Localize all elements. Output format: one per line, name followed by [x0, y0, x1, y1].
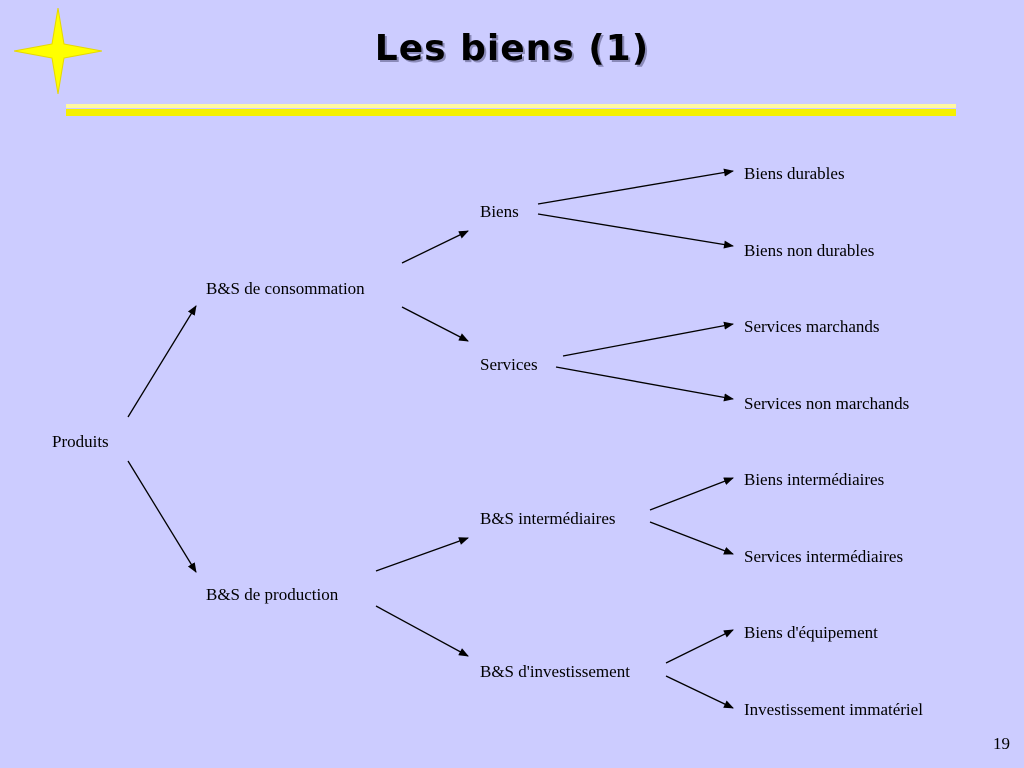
slide-title: Les biens (1): [374, 28, 650, 69]
arrow-services-non-marchands: [555, 366, 734, 402]
arrow-biens-non-durables: [537, 213, 734, 249]
arrow-produits-consommation: [127, 305, 197, 418]
arrow-consommation-services: [401, 306, 469, 342]
arrow-biens-durables: [537, 168, 734, 205]
arrow-investissement-equipement: [665, 629, 734, 664]
node-bs-consommation: B&S de consommation: [206, 279, 365, 298]
title-underline-light: [66, 104, 956, 108]
node-biens-intermediaires: Biens intermédiaires: [744, 470, 885, 489]
node-bs-intermediaires: B&S intermédiaires: [480, 509, 616, 528]
node-biens-durables: Biens durables: [744, 164, 845, 183]
node-biens-non-durables: Biens non durables: [744, 241, 875, 260]
node-bs-investissement: B&S d'investissement: [480, 662, 630, 681]
arrow-intermediaires-services: [649, 521, 734, 555]
arrow-investissement-immateriel: [665, 675, 734, 709]
node-bs-production: B&S de production: [206, 585, 339, 604]
node-services: Services: [480, 355, 538, 374]
node-services-non-marchands: Services non marchands: [744, 394, 910, 413]
arrow-produits-production: [127, 460, 197, 573]
node-biens: Biens: [480, 202, 519, 221]
four-point-star-icon: [14, 8, 102, 94]
node-investissement-immateriel: Investissement immatériel: [744, 700, 923, 719]
node-biens-equipement: Biens d'équipement: [744, 623, 878, 642]
node-services-intermediaires: Services intermédiaires: [744, 547, 904, 566]
node-produits: Produits: [52, 432, 109, 451]
title-underline: [66, 109, 956, 116]
arrow-consommation-biens: [401, 230, 469, 264]
arrow-production-intermediaires: [375, 537, 469, 572]
arrow-services-marchands: [562, 321, 734, 357]
arrow-intermediaires-biens: [649, 477, 734, 511]
page-number: 19: [993, 734, 1010, 753]
arrow-production-investissement: [375, 605, 469, 657]
node-services-marchands: Services marchands: [744, 317, 880, 336]
